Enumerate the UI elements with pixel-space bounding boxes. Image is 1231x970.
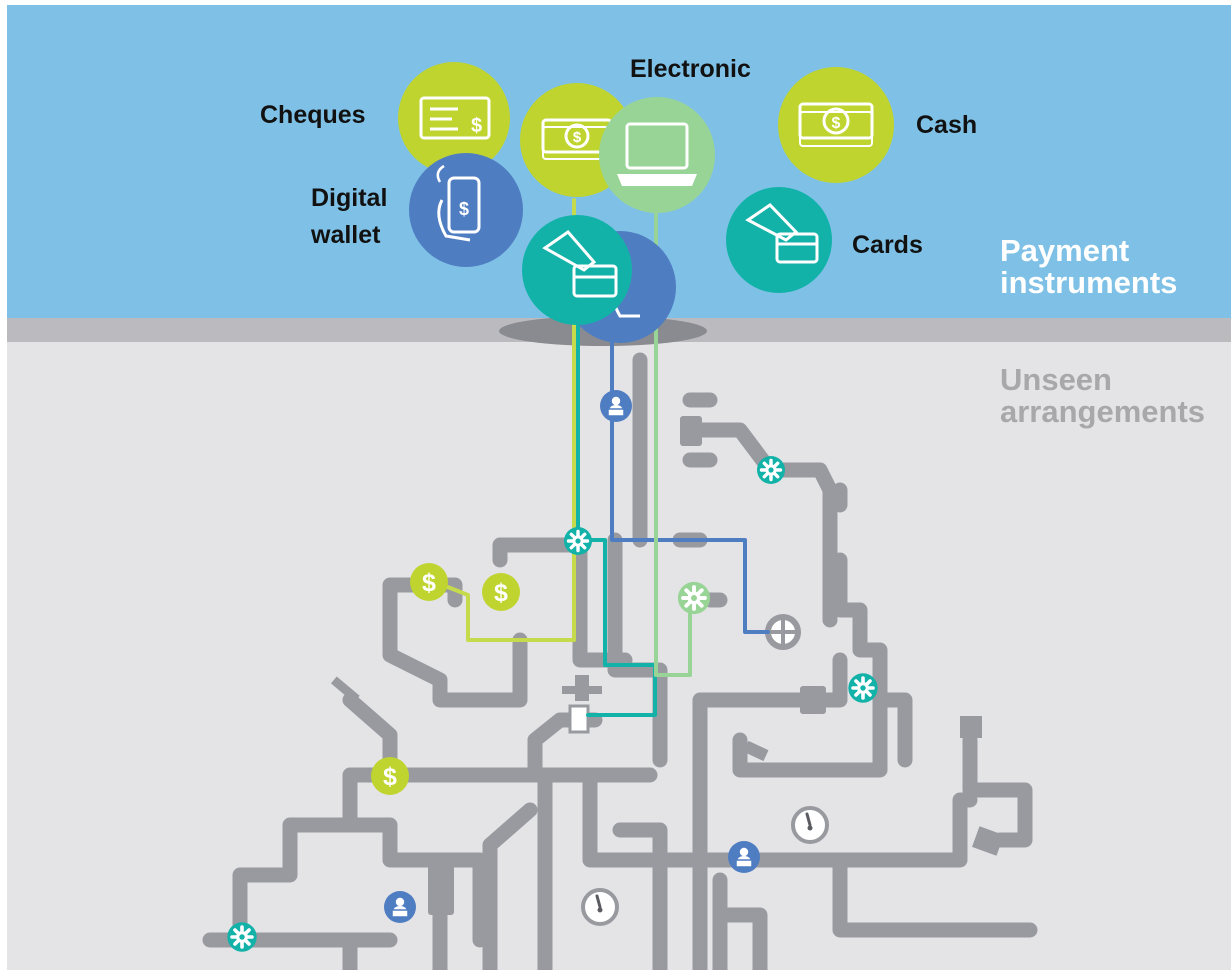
svg-text:$: $	[573, 129, 582, 146]
gear-icon	[562, 525, 594, 557]
section-title-payment-instruments: Payment instruments	[1000, 235, 1177, 299]
dollar-icon	[410, 563, 448, 601]
card-in-hand-icon	[522, 215, 632, 325]
wallet-flow-line	[610, 298, 770, 634]
dollar-icon	[482, 573, 520, 611]
section-title-line: arrangements	[1000, 394, 1206, 429]
gear-icon	[225, 920, 259, 954]
dollar-icon	[371, 757, 409, 795]
card-in-hand-icon	[726, 187, 832, 293]
person-at-laptop-icon	[383, 890, 417, 924]
gear-icon	[846, 671, 880, 705]
label-cash: Cash	[916, 111, 978, 139]
gear-icon	[675, 579, 713, 617]
pipe-network	[202, 352, 1038, 970]
label-digital-wallet-line1: Digital	[311, 184, 388, 212]
cheque-icon: $	[398, 62, 510, 174]
pipe-fittings	[330, 416, 1004, 915]
section-title-unseen-arrangements: Unseen arrangements	[1000, 364, 1205, 428]
label-digital-wallet-line2: wallet	[311, 221, 381, 249]
pressure-gauge-icon	[581, 888, 619, 926]
valve-wheel-icon	[765, 614, 801, 650]
svg-text:$: $	[471, 115, 482, 137]
person-at-laptop-icon	[727, 840, 761, 874]
electronic-flow-line	[654, 198, 692, 677]
pressure-gauge-icon	[791, 806, 829, 844]
section-title-line: Unseen	[1000, 362, 1112, 397]
svg-text:$: $	[832, 115, 841, 132]
laptop-icon	[599, 97, 715, 213]
label-cheques: Cheques	[260, 101, 366, 129]
label-cards: Cards	[852, 231, 923, 259]
svg-text:$: $	[459, 199, 469, 219]
banknote-icon: $	[778, 67, 894, 183]
gear-icon	[755, 454, 787, 486]
cash-flow-line	[428, 198, 576, 642]
phone-in-hand-icon: $	[409, 153, 523, 267]
label-electronic: Electronic	[630, 55, 751, 83]
flow-meter	[568, 704, 590, 734]
section-title-line: instruments	[1000, 265, 1178, 300]
person-at-laptop-icon	[599, 389, 633, 423]
section-title-line: Payment	[1000, 233, 1130, 268]
